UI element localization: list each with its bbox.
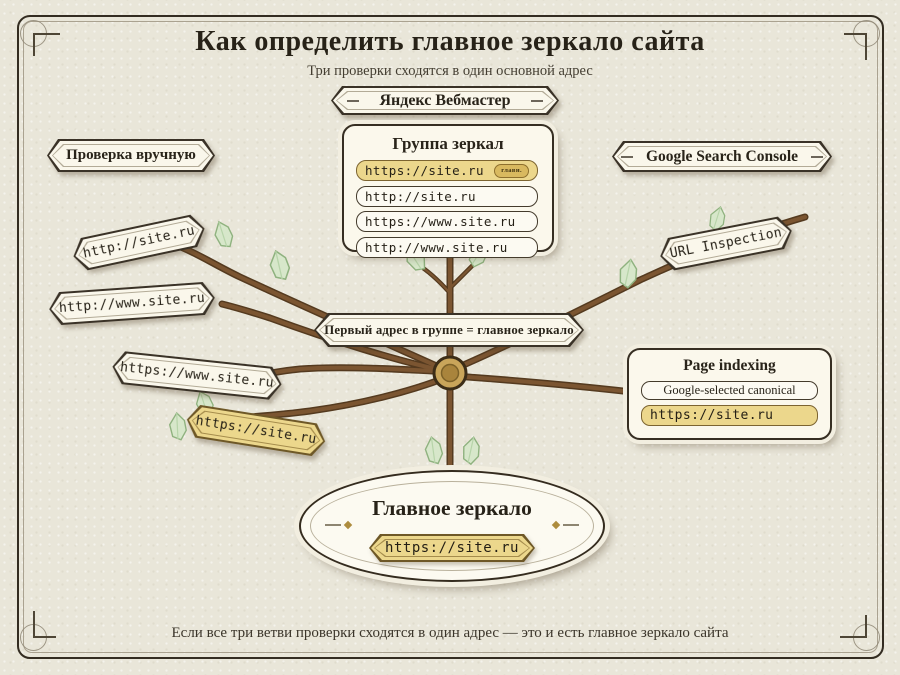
leaf-crystal-icon [168,411,188,442]
mirror-url-text: http://site.ru [365,188,476,204]
mirror-url-text: https://www.site.ru [365,214,516,229]
leaf-crystal-icon [266,248,293,283]
corner-ornament-icon [13,611,59,658]
dash-ornament [811,155,823,158]
mirror-group-title: Группа зеркал [392,134,504,153]
yandex-webmaster-badge: Яндекс Вебмастер [331,86,559,115]
mirror-url-row: http://www.site.ru [356,236,538,258]
diamond-ornament-icon [325,520,353,530]
corner-ornament-icon [841,13,887,60]
dash-ornament [347,99,359,102]
mirror-url-main: https://site.ru главн. [356,160,538,181]
mirror-url-row: http://site.ru [356,185,538,207]
leaf-crystal-icon [460,435,483,466]
main-mirror-ellipse: Главное зеркало https://site.ru [299,470,605,582]
main-mirror-tag: главн. [494,163,529,178]
main-mirror-url-text: https://site.ru [385,540,519,556]
manual-check-label: Проверка вручную [66,147,196,163]
canonical-url-text: https://site.ru [650,408,774,423]
footer-caption: Если все три ветви проверки сходятся в о… [171,625,729,641]
canonical-label-text: Google-selected canonical [663,383,796,397]
google-search-console-badge: Google Search Console [612,141,832,172]
google-selected-canonical-row: Google-selected canonical [641,381,818,400]
canonical-url-row: https://site.ru [641,405,818,426]
main-mirror-title: Главное зеркало [372,496,532,520]
ellipse-inner-line [310,481,594,571]
manual-check-badge: Проверка вручную [47,139,215,172]
corner-ornament-icon [13,13,60,59]
frame-border [17,15,884,659]
dash-ornament [531,99,543,102]
leaf-crystal-icon [422,435,445,466]
mirror-url-row: https://www.site.ru [356,211,538,232]
dash-ornament [621,155,633,158]
trunk-node [432,355,468,391]
page-indexing-panel: Page indexing Google-selected canonical … [627,348,832,440]
rule-banner-text: Первый адрес в группе = главное зеркало [324,322,574,337]
yandex-webmaster-label: Яндекс Вебмастер [379,91,511,109]
main-mirror-url-badge: https://site.ru [369,534,535,562]
google-search-console-label: Google Search Console [645,147,799,165]
diamond-ornament-icon [551,520,579,530]
mirror-group-panel: Группа зеркал https://site.ru главн. htt… [342,124,554,258]
page-indexing-title: Page indexing [683,357,776,374]
mirror-url-text: http://www.site.ru [365,239,508,255]
frame-inner-line [23,21,878,653]
page-title: Как определить главное зеркало сайта [195,26,705,57]
leaf-crystal-icon [210,218,237,251]
page-subtitle: Три проверки сходятся в один основной ад… [307,63,593,79]
corner-ornament-icon [840,612,887,658]
rule-banner: Первый адрес в группе = главное зеркало [314,313,584,347]
mirror-url-main-text: https://site.ru [365,163,484,178]
